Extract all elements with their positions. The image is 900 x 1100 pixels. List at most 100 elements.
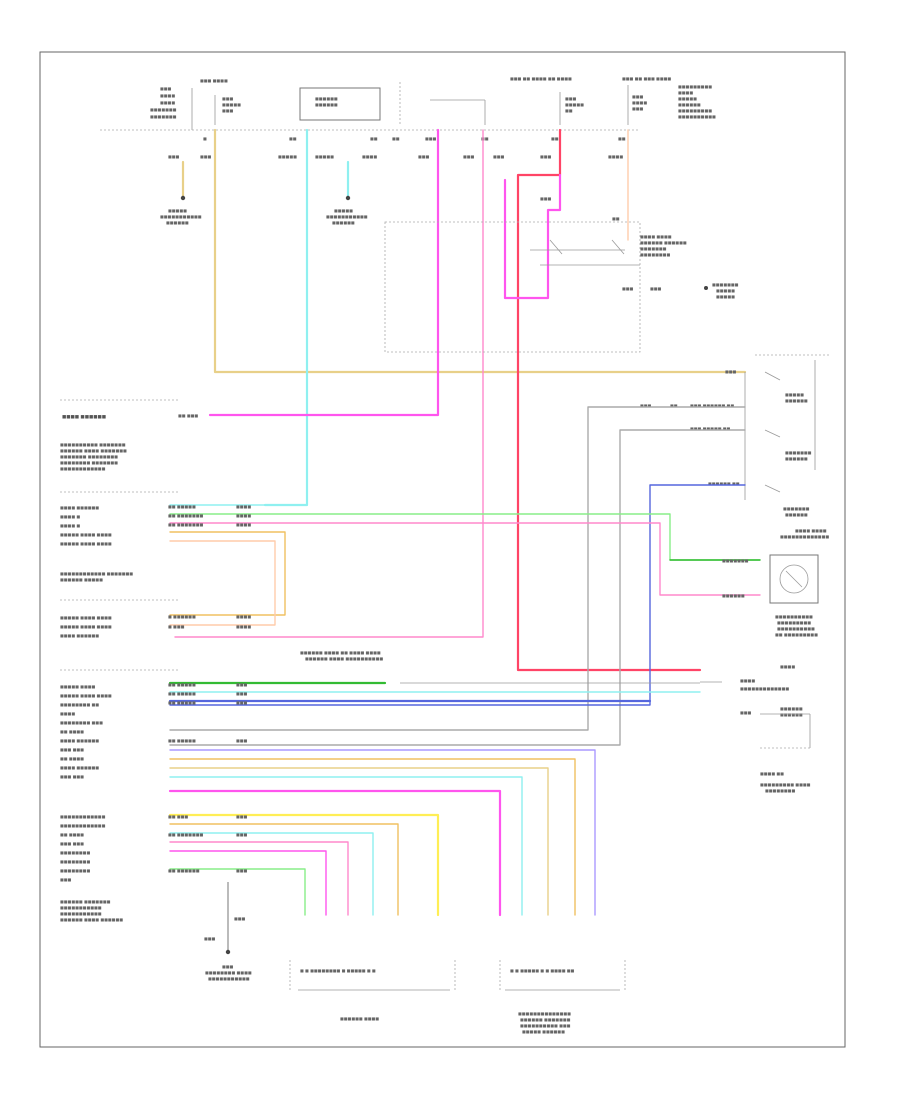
hot-at-all-times-block: ■■■ ■■ ■■■ ■■■■ ■■■ ■■■■ ■■■ ■■■■■■■■■ ■… bbox=[622, 76, 716, 125]
svg-text:■■■■■■: ■■■■■■ bbox=[315, 96, 338, 101]
wire-pink-tcm bbox=[174, 129, 484, 638]
svg-text:■■ ■■■■■■■: ■■ ■■■■■■■ bbox=[168, 832, 204, 837]
svg-text:■■■■■■■■■■■: ■■■■■■■■■■■ bbox=[326, 214, 368, 219]
svg-text:■■■■■: ■■■■■ bbox=[315, 154, 334, 159]
wire-orange-2 bbox=[169, 823, 399, 916]
svg-text:■■: ■■ bbox=[551, 136, 559, 141]
svg-text:■■■■: ■■■■ bbox=[362, 154, 377, 159]
wire-pink-tcm2 bbox=[169, 522, 761, 596]
wire-red-loop bbox=[516, 128, 702, 672]
svg-text:■■■■: ■■■■ bbox=[608, 154, 623, 159]
svg-text:■■■■: ■■■■ bbox=[236, 624, 251, 629]
svg-text:■■■: ■■■ bbox=[236, 738, 248, 743]
wire-orange-b bbox=[169, 540, 276, 626]
svg-text:■■■ ■■■: ■■■ ■■■ bbox=[60, 774, 84, 779]
tcm-module-right: ■■■■■■■ ■■■■■■ ■■■■■■■■■■ ■■■■■■■■■ ■■■■… bbox=[722, 554, 819, 637]
wire-cyan-2 bbox=[169, 832, 374, 916]
hot-in-run-block: ■■■ ■■ ■■■■ ■■ ■■■■ ■■■ ■■■■■ ■■ bbox=[430, 76, 584, 125]
svg-text:■■■■ ■■■■: ■■■■ ■■■■ bbox=[795, 528, 827, 533]
svg-text:■■■■ ■■■■■■: ■■■■ ■■■■■■ bbox=[60, 505, 99, 510]
svg-text:■■■■: ■■■■ bbox=[236, 614, 251, 619]
wire-magenta-stop bbox=[208, 128, 440, 417]
svg-text:■■■: ■■■ bbox=[725, 369, 737, 374]
svg-text:■■: ■■ bbox=[565, 108, 573, 113]
wire-cyan-1 bbox=[169, 776, 523, 916]
svg-text:■■■■ ■■: ■■■■ ■■ bbox=[760, 771, 784, 776]
wire-orange-a bbox=[169, 531, 286, 616]
svg-text:■■■■■■ ■■■■■■■: ■■■■■■ ■■■■■■■ bbox=[520, 1017, 571, 1022]
svg-text:■■■■: ■■■■ bbox=[236, 513, 251, 518]
svg-text:■■■■■■: ■■■■■■ bbox=[332, 220, 355, 225]
fuse-block: ■■■■■■ ■■■■■■ bbox=[299, 82, 401, 125]
svg-text:■■■■■■■■: ■■■■■■■■ bbox=[765, 788, 795, 793]
svg-text:■■■ ■■ ■■■ ■■■■: ■■■ ■■ ■■■ ■■■■ bbox=[622, 76, 671, 81]
svg-text:■■■■■■■■: ■■■■■■■■ bbox=[640, 252, 670, 257]
svg-text:■■■■■■■■ ■■: ■■■■■■■■ ■■ bbox=[60, 702, 99, 707]
svg-text:■■■■■: ■■■■■ bbox=[785, 392, 804, 397]
wire-green-1 bbox=[169, 868, 306, 916]
svg-text:■■ ■■■: ■■ ■■■ bbox=[168, 814, 188, 819]
svg-text:■■■■■■ ■■■■■■: ■■■■■■ ■■■■■■ bbox=[640, 240, 687, 245]
svg-text:■■■■■■ ■■■■■: ■■■■■■ ■■■■■ bbox=[60, 577, 103, 582]
svg-text:■■■■■■■: ■■■■■■■ bbox=[150, 107, 177, 112]
wire-cyan-main bbox=[263, 128, 309, 507]
svg-text:■■■■■■■■ ■■■■■■■: ■■■■■■■■ ■■■■■■■ bbox=[60, 460, 118, 465]
svg-text:■■: ■■ bbox=[670, 403, 678, 408]
svg-text:■■■: ■■■ bbox=[200, 154, 212, 159]
shift-switches-right: ■■■■■ ■■■■■■ ■■■■■■■ ■■■■■■ ■■■■■■■ ■■■■… bbox=[640, 354, 830, 539]
svg-text:■■■■ ■■■■: ■■■■ ■■■■ bbox=[640, 234, 672, 239]
svg-text:■■■■ ■■■■■■: ■■■■ ■■■■■■ bbox=[60, 765, 99, 770]
wire-yellow-1 bbox=[168, 813, 440, 917]
svg-text:■■ ■■■: ■■ ■■■ bbox=[178, 413, 198, 418]
svg-text:■■■: ■■■ bbox=[236, 700, 248, 705]
svg-text:■■ ■■■■■■: ■■ ■■■■■■ bbox=[168, 868, 200, 873]
svg-text:■■■: ■■■ bbox=[425, 136, 437, 141]
svg-text:■■■■■ ■■■■ ■■■■: ■■■■■ ■■■■ ■■■■ bbox=[60, 541, 112, 546]
svg-text:■■■■■ ■■■■ ■■■■: ■■■■■ ■■■■ ■■■■ bbox=[60, 615, 112, 620]
svg-text:■■■■■■■ ■■■■■■■■: ■■■■■■■ ■■■■■■■■ bbox=[60, 454, 118, 459]
svg-text:■■■■■■■■■■: ■■■■■■■■■■ bbox=[775, 614, 813, 619]
svg-text:■■■■■ ■■■■ ■■■■: ■■■■■ ■■■■ ■■■■ bbox=[60, 532, 112, 537]
svg-text:■■■: ■■■ bbox=[234, 916, 246, 921]
svg-text:■■■■■■: ■■■■■■ bbox=[785, 456, 808, 461]
svg-text:■■■: ■■■ bbox=[565, 96, 577, 101]
accel-pedal-sensor: ■ ■ ■■■■■ ■ ■ ■■■■ ■■ ■■■■■■■■■■■■■■ ■■■… bbox=[499, 960, 626, 1034]
svg-text:■■ ■■■■■: ■■ ■■■■■ bbox=[168, 738, 196, 743]
svg-text:■■■ ■■■: ■■■ ■■■ bbox=[60, 841, 84, 846]
svg-text:■■■■■■: ■■■■■■ bbox=[166, 220, 189, 225]
svg-text:■■■ ■■■■: ■■■ ■■■■ bbox=[200, 78, 228, 83]
svg-text:■■■■■: ■■■■■ bbox=[716, 288, 735, 293]
svg-text:■■■■■■■■■: ■■■■■■■■■ bbox=[678, 108, 712, 113]
svg-text:■■■: ■■■ bbox=[463, 154, 475, 159]
svg-text:■■■■■■■■■■■■: ■■■■■■■■■■■■ bbox=[60, 466, 106, 471]
svg-text:■■■■■■ ■■■■ ■■■■■■: ■■■■■■ ■■■■ ■■■■■■ bbox=[60, 917, 123, 922]
svg-text:■■ ■■■■■: ■■ ■■■■■ bbox=[168, 700, 196, 705]
svg-text:■■■: ■■■ bbox=[650, 286, 662, 291]
svg-text:■■■: ■■■ bbox=[236, 682, 248, 687]
svg-text:■■■■■■■■■: ■■■■■■■■■ bbox=[777, 620, 811, 625]
svg-text:■■■■■■■■■■■■: ■■■■■■■■■■■■ bbox=[60, 823, 106, 828]
svg-text:■■■■■■■■■■■■: ■■■■■■■■■■■■ bbox=[60, 814, 106, 819]
svg-text:■■■■■: ■■■■■ bbox=[334, 208, 353, 213]
svg-text:■■ ■■■■■■■: ■■ ■■■■■■■ bbox=[168, 513, 204, 518]
svg-text:■■■■ ■■■■■■: ■■■■ ■■■■■■ bbox=[60, 738, 99, 743]
svg-text:■■■■■■■: ■■■■■■■ bbox=[712, 282, 739, 287]
svg-text:■■■■■: ■■■■■ bbox=[168, 208, 187, 213]
svg-text:■■■ ■■■: ■■■ ■■■ bbox=[60, 747, 84, 752]
svg-text:■■■■■: ■■■■■ bbox=[565, 102, 584, 107]
svg-text:■■■■: ■■■■ bbox=[160, 93, 175, 98]
svg-text:■■ ■■■■: ■■ ■■■■ bbox=[60, 756, 84, 761]
ground-g1: ■■■ ■■■ ■■■ ■■■■■■■■ ■■■■ ■■■■■■■■■■■ bbox=[204, 882, 252, 981]
wire-pink-1 bbox=[169, 841, 349, 916]
svg-text:■■■■: ■■■■ bbox=[678, 90, 693, 95]
svg-text:■■■■■■■■■■: ■■■■■■■■■■ bbox=[777, 626, 815, 631]
svg-text:■■■■■ ■■■■ ■■■■: ■■■■■ ■■■■ ■■■■ bbox=[60, 624, 112, 629]
svg-text:■■■■ ■: ■■■■ ■ bbox=[60, 514, 80, 519]
svg-text:■ ■ ■■■■■ ■ ■ ■■■■ ■■: ■ ■ ■■■■■ ■ ■ ■■■■ ■■ bbox=[510, 968, 575, 973]
svg-text:■■■■■■■: ■■■■■■■ bbox=[722, 558, 749, 563]
svg-text:■■■■■: ■■■■■ bbox=[716, 294, 735, 299]
svg-text:■■■■■■ ■■■■■■■: ■■■■■■ ■■■■■■■ bbox=[60, 899, 111, 904]
svg-text:■■: ■■ bbox=[612, 216, 620, 221]
svg-text:■■ ■■■■■■■: ■■ ■■■■■■■ bbox=[168, 522, 204, 527]
svg-text:■■■: ■■■ bbox=[160, 86, 172, 91]
